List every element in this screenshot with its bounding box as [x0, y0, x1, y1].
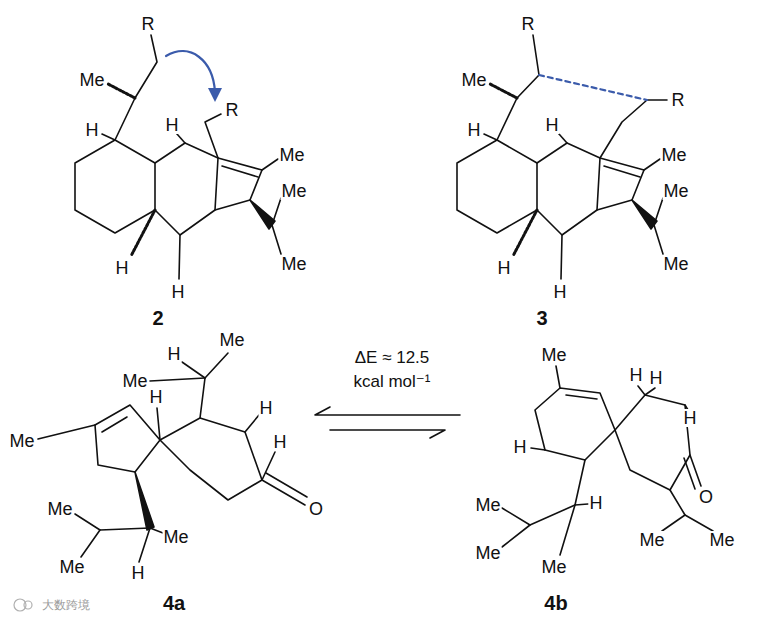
- atom-label: H: [683, 409, 698, 427]
- atom-label: H: [259, 399, 274, 417]
- atom-label: Me: [280, 182, 307, 200]
- atom-label: Me: [540, 346, 567, 364]
- atom-label: Me: [278, 146, 305, 164]
- compound-number: 4a: [162, 593, 186, 613]
- atom-label: Me: [660, 146, 687, 164]
- atom-label: Me: [46, 500, 73, 518]
- watermark-icon: [14, 599, 32, 611]
- compound-number: 3: [535, 308, 548, 328]
- atom-label: H: [553, 283, 568, 301]
- atom-label: H: [273, 433, 288, 451]
- atom-label: Me: [662, 182, 689, 200]
- atom-label: Me: [78, 71, 105, 89]
- atom-label: H: [165, 116, 180, 134]
- atom-label: H: [115, 259, 130, 277]
- atom-label: R: [141, 15, 156, 33]
- atom-label: O: [308, 500, 324, 518]
- structure-3: [457, 35, 667, 279]
- atom-label: H: [131, 564, 146, 582]
- atom-label: Me: [218, 331, 245, 349]
- atom-label: Me: [280, 255, 307, 273]
- atom-label: Me: [708, 531, 735, 549]
- curved-arrow: [166, 51, 222, 102]
- atom-label: Me: [474, 544, 501, 562]
- energy-label: kcal mol⁻¹: [353, 373, 432, 390]
- structure-2: [75, 35, 281, 279]
- atom-label: H: [149, 388, 164, 406]
- structure-4a: [38, 353, 307, 562]
- atom-label: Me: [162, 528, 189, 546]
- atom-label: Me: [460, 71, 487, 89]
- atom-label: H: [167, 345, 182, 363]
- atom-label: H: [171, 283, 186, 301]
- atom-label: H: [497, 259, 512, 277]
- atom-label: Me: [638, 531, 665, 549]
- atom-label: Me: [58, 558, 85, 576]
- equilibrium-arrows: [315, 407, 460, 438]
- atom-label: H: [629, 366, 644, 384]
- compound-number: 2: [151, 308, 164, 328]
- atom-label: Me: [121, 372, 148, 390]
- atom-label: R: [521, 15, 536, 33]
- atom-label: Me: [540, 558, 567, 576]
- atom-label: H: [649, 369, 664, 387]
- atom-label: R: [225, 101, 240, 119]
- atom-label: Me: [474, 496, 501, 514]
- structure-4b: [502, 366, 713, 555]
- atom-label: H: [589, 494, 604, 512]
- atom-label: H: [85, 121, 100, 139]
- compound-number: 4b: [543, 593, 568, 613]
- atom-label: H: [513, 438, 528, 456]
- energy-label: ΔE ≈ 12.5: [354, 349, 431, 366]
- atom-label: O: [698, 488, 714, 506]
- atom-label: R: [671, 91, 686, 109]
- atom-label: H: [467, 121, 482, 139]
- watermark: 大数跨境: [41, 599, 91, 611]
- atom-label: Me: [8, 432, 35, 450]
- atom-label: Me: [662, 255, 689, 273]
- atom-label: H: [545, 116, 560, 134]
